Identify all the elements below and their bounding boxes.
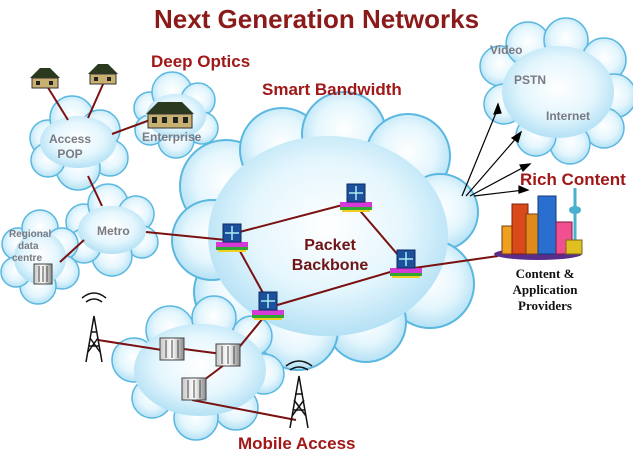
label-access: Access — [48, 132, 92, 146]
link-tower-left-mobile — [97, 339, 163, 351]
label-rich-content: Rich Content — [520, 170, 626, 189]
server-rack-icon — [181, 377, 207, 401]
enterprise-building-icon — [146, 102, 194, 129]
label-smart-bandwidth: Smart Bandwidth — [262, 80, 402, 99]
router-icon — [390, 249, 422, 278]
label-metro: Metro — [97, 224, 130, 238]
link-backbone-r1-r2 — [231, 201, 355, 235]
label-packet: Packet — [304, 237, 356, 254]
link-metro-regional — [59, 239, 85, 263]
link-house2-access — [87, 81, 105, 119]
city-skyline-icon — [494, 188, 583, 260]
link-access-enterprise — [111, 119, 151, 135]
cloud-metro — [65, 183, 159, 277]
cloud-packet-backbone — [171, 91, 479, 371]
link-backbone-content — [413, 255, 499, 269]
page-title: Next Generation Networks — [153, 4, 480, 34]
router-icon — [340, 183, 372, 212]
server-rack-icon — [159, 337, 185, 361]
server-rack-icon — [33, 263, 53, 285]
label-backbone: Backbone — [291, 257, 369, 274]
service-arrows — [461, 102, 532, 197]
house-icon — [88, 64, 118, 85]
label-pstn: PSTN — [514, 73, 547, 87]
link-metro-backbone — [145, 231, 227, 241]
server-rack-icon — [215, 343, 241, 367]
label-deep-optics: Deep Optics — [151, 52, 251, 71]
label-enterprise: Enterprise — [142, 130, 202, 144]
cloud-regional-data-centre — [0, 209, 80, 305]
cloud-services — [479, 17, 633, 165]
label-data: data — [18, 241, 39, 252]
label-video: Video — [490, 43, 523, 57]
router-icon — [252, 291, 284, 320]
cell-tower-icon — [81, 292, 107, 363]
label-content-and: Content & — [515, 266, 575, 281]
link-backbone-r2-r3 — [355, 205, 405, 263]
house-icon — [30, 68, 60, 89]
label-regional: Regional — [9, 229, 52, 240]
label-mobile-access: Mobile Access — [238, 434, 356, 452]
label-providers: Providers — [518, 298, 572, 313]
network-links — [46, 81, 499, 421]
label-centre: centre — [12, 253, 43, 264]
link-access-metro — [87, 175, 103, 207]
label-application: Application — [512, 282, 578, 297]
link-backbone-r4-r3 — [273, 267, 405, 307]
router-icon — [216, 223, 248, 252]
cell-tower-icon — [285, 360, 313, 429]
link-tower-right-mobile — [191, 399, 297, 421]
label-pop: POP — [57, 147, 83, 161]
link-house1-access — [46, 85, 69, 121]
label-internet: Internet — [546, 109, 591, 123]
